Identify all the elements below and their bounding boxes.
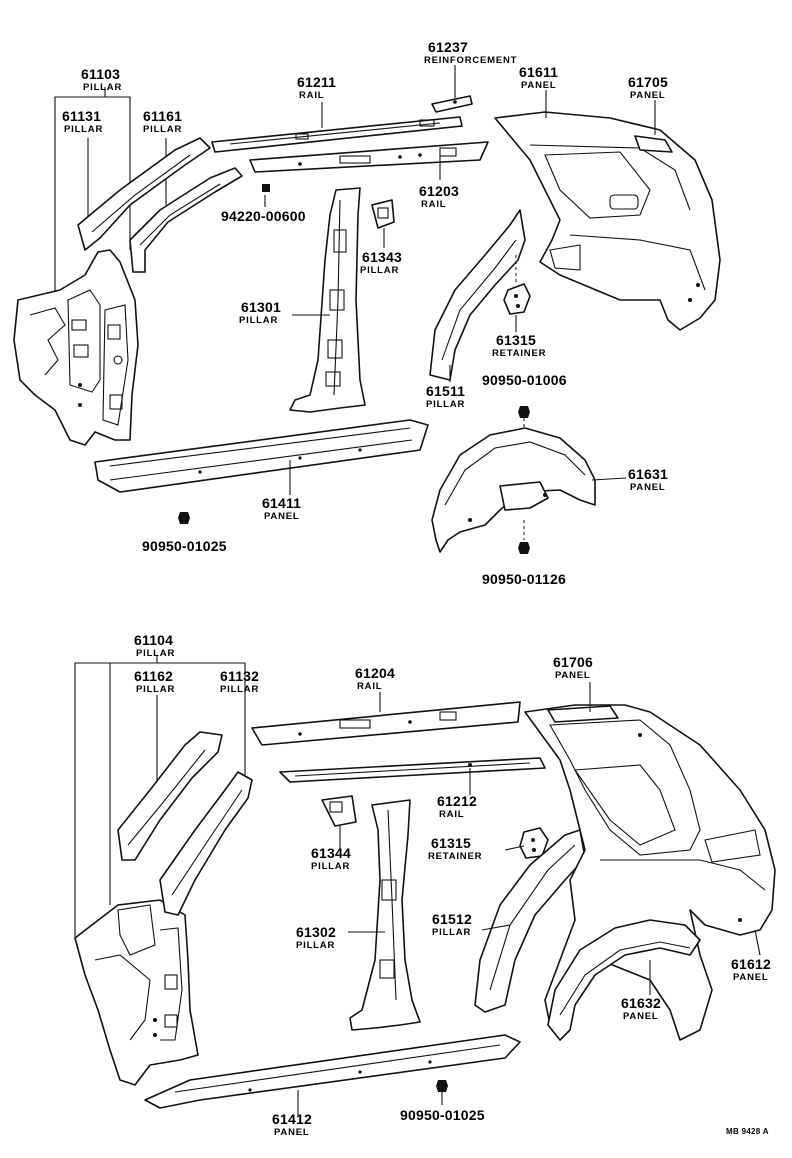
label-61612-desc: PANEL <box>733 972 769 983</box>
label-61302-num: 61302 <box>296 924 336 940</box>
front-pillar-lower-part-b <box>74 899 199 1086</box>
label-61631-desc: PANEL <box>630 482 666 493</box>
footer-code: MB 9428 A <box>726 1127 769 1136</box>
label-90950-01025-lower-num: 90950-01025 <box>400 1107 485 1123</box>
label-61315-desc: RETAINER <box>492 348 546 359</box>
pillar-61302-part <box>349 799 421 1031</box>
label-61131-num: 61131 <box>62 108 101 124</box>
label-61212-desc: RAIL <box>439 809 464 820</box>
label-61104-desc: PILLAR <box>136 648 175 659</box>
label-61162-desc: PILLAR <box>136 684 175 695</box>
label-90950-01126-num: 90950-01126 <box>482 571 566 587</box>
label-61344-num: 61344 <box>311 845 351 861</box>
rail-61212-part <box>279 757 546 783</box>
label-61103-desc: PILLAR <box>83 82 122 93</box>
label-61161-desc: PILLAR <box>143 124 182 135</box>
pillar-61162-part <box>117 731 223 861</box>
label-90950-01025-upper-num: 90950-01025 <box>142 538 227 554</box>
pillar-61343-part <box>371 199 395 229</box>
label-61302-desc: PILLAR <box>296 940 335 951</box>
panel-61632-part <box>547 919 701 1041</box>
pillar-61344-part <box>321 795 357 827</box>
label-61411-num: 61411 <box>262 495 301 511</box>
label-61237-desc: REINFORCEMENT <box>424 55 517 66</box>
label-61412-desc: PANEL <box>274 1127 310 1138</box>
label-61612-num: 61612 <box>731 956 771 972</box>
rail-61203-part <box>249 141 489 173</box>
label-61301-desc: PILLAR <box>239 315 278 326</box>
label-61705-num: 61705 <box>628 74 668 90</box>
label-61344-desc: PILLAR <box>311 861 350 872</box>
bracket-61104 <box>74 655 246 940</box>
label-61132-desc: PILLAR <box>220 684 259 695</box>
retainer-61315-part <box>503 255 531 315</box>
label-61301-num: 61301 <box>241 299 281 315</box>
label-61211-num: 61211 <box>297 74 336 90</box>
nut-90950-01025-lower <box>436 1080 448 1092</box>
lower-diagram <box>74 655 776 1115</box>
pillar-61301-part <box>289 187 366 413</box>
label-61212-num: 61212 <box>437 793 477 809</box>
label-61706-num: 61706 <box>553 654 593 670</box>
panel-61411-part <box>94 419 429 493</box>
upper-leader-lines <box>264 65 656 495</box>
label-61203-desc: RAIL <box>421 199 446 210</box>
label-61162-num: 61162 <box>134 668 173 684</box>
label-90950-01006-num: 90950-01006 <box>482 372 567 388</box>
label-61343-num: 61343 <box>362 249 402 265</box>
label-61211-desc: RAIL <box>299 90 324 101</box>
rail-61211-part <box>211 116 463 153</box>
label-61104-num: 61104 <box>134 632 173 648</box>
label-61315-lower-desc: RETAINER <box>428 851 482 862</box>
label-61103-num: 61103 <box>81 66 120 82</box>
label-61512-num: 61512 <box>432 911 472 927</box>
nut-90950-01126-part <box>518 542 530 554</box>
label-61511-num: 61511 <box>426 383 465 399</box>
label-61411-desc: PANEL <box>264 511 300 522</box>
panel-61412-part <box>144 1034 521 1109</box>
bolt-94220-part <box>262 184 270 192</box>
label-61706-desc: PANEL <box>555 670 591 681</box>
pillar-61511-part <box>429 209 526 381</box>
label-61412-num: 61412 <box>272 1111 312 1127</box>
label-94220-num: 94220-00600 <box>221 208 306 224</box>
nut-90950-01025-upper <box>178 512 190 524</box>
label-61632-num: 61632 <box>621 995 661 1011</box>
pillar-61132-part <box>159 771 253 916</box>
label-61343-desc: PILLAR <box>360 265 399 276</box>
label-61204-num: 61204 <box>355 665 395 681</box>
quarter-panel-61611-part <box>494 111 721 331</box>
label-61315-num: 61315 <box>496 332 536 348</box>
front-pillar-lower-part <box>13 249 139 446</box>
panel-61631-part <box>431 427 596 553</box>
pillar-61161-part <box>129 167 243 273</box>
label-61631-num: 61631 <box>628 466 668 482</box>
upper-labels: 61103 PILLAR 61131 PILLAR 61161 PILLAR 6… <box>62 39 668 587</box>
lower-leader-lines <box>297 682 761 1115</box>
label-61315-lower-num: 61315 <box>431 835 471 851</box>
label-61611-desc: PANEL <box>521 80 557 91</box>
label-61511-desc: PILLAR <box>426 399 465 410</box>
label-61131-desc: PILLAR <box>64 124 103 135</box>
label-61512-desc: PILLAR <box>432 927 471 938</box>
label-61237-num: 61237 <box>428 39 468 55</box>
label-61203-num: 61203 <box>419 183 459 199</box>
label-61611-num: 61611 <box>519 64 558 80</box>
label-61161-num: 61161 <box>143 108 182 124</box>
reinforcement-61237-part <box>431 95 473 113</box>
label-61204-desc: RAIL <box>357 681 382 692</box>
label-61705-desc: PANEL <box>630 90 666 101</box>
label-61632-desc: PANEL <box>623 1011 659 1022</box>
rail-61204-part <box>251 701 521 746</box>
lower-labels: 61104 PILLAR 61162 PILLAR 61132 PILLAR 6… <box>134 632 771 1138</box>
label-61132-num: 61132 <box>220 668 259 684</box>
pillar-61131-part <box>77 137 211 251</box>
upper-diagram <box>13 65 721 554</box>
